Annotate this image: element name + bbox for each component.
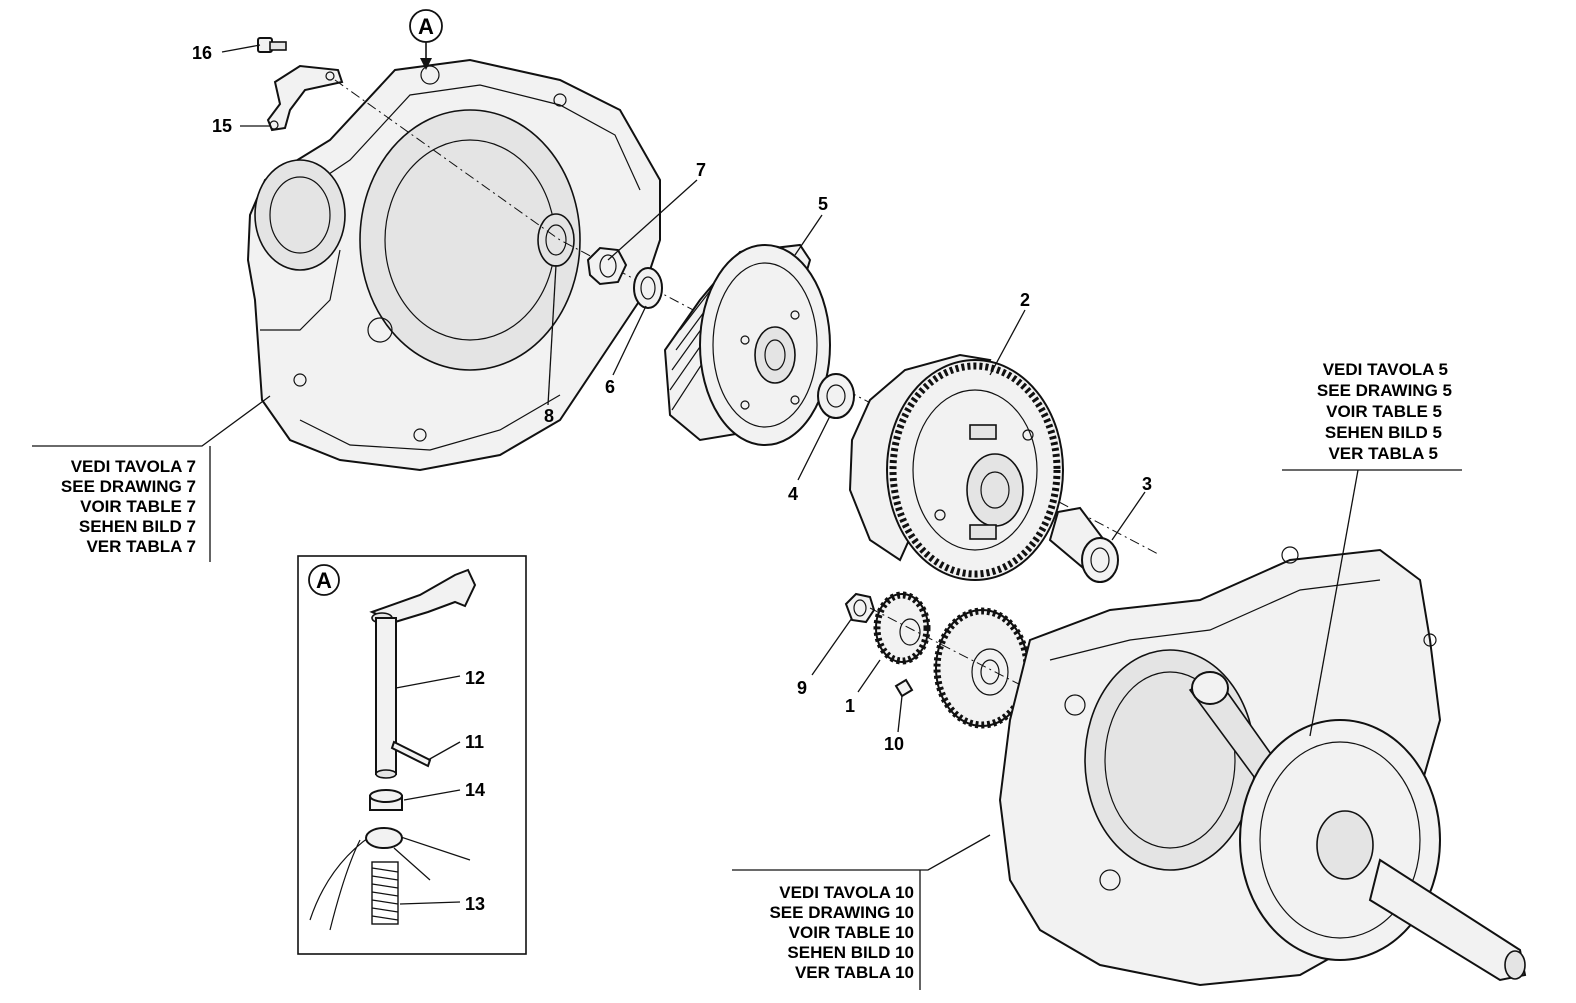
callout-16: 16 [192, 43, 212, 63]
clutch-pack-part-5 [663, 243, 831, 446]
lever-seat [309, 827, 471, 931]
washer-part-6 [633, 267, 663, 309]
ref10-line-3: VOIR TABLE 10 [789, 923, 914, 942]
callout-4: 4 [788, 484, 798, 504]
callout-2: 2 [1020, 290, 1030, 310]
inset-marker: A [316, 568, 332, 593]
callout-7: 7 [696, 160, 706, 180]
ref7-line-5: VER TABLA 7 [86, 537, 196, 556]
callout-6: 6 [605, 377, 615, 397]
callout-9: 9 [797, 678, 807, 698]
detail-marker-a: A [409, 9, 443, 70]
leader-lines [32, 44, 1462, 990]
washer-part-14 [369, 789, 403, 811]
callout-13: 13 [465, 894, 485, 914]
bolt-part-16 [257, 37, 287, 53]
ref5-line-2: SEE DRAWING 5 [1317, 381, 1452, 400]
detail-marker-label: A [418, 14, 434, 39]
pin-part-11 [390, 740, 432, 768]
nut-part-9 [844, 592, 876, 624]
ref7-line-1: VEDI TAVOLA 7 [71, 457, 196, 476]
gear-part-1 [873, 591, 931, 665]
ref7-line-2: SEE DRAWING 7 [61, 477, 196, 496]
callout-8: 8 [544, 406, 554, 426]
callout-12: 12 [465, 668, 485, 688]
ref5-line-4: SEHEN BILD 5 [1325, 423, 1442, 442]
ref10-line-4: SEHEN BILD 10 [787, 943, 914, 962]
crankcase [998, 546, 1527, 987]
nut-part-7 [586, 246, 628, 286]
ref7-line-3: VOIR TABLE 7 [80, 497, 196, 516]
inset-detail-a: A 12 11 14 13 [297, 555, 527, 955]
ref10-line-2: SEE DRAWING 10 [769, 903, 914, 922]
key-part-10 [894, 678, 914, 698]
callout-3: 3 [1142, 474, 1152, 494]
spring-part-13 [371, 861, 399, 925]
callout-5: 5 [818, 194, 828, 214]
ref5-line-3: VOIR TABLE 5 [1326, 402, 1442, 421]
ref7-line-4: SEHEN BILD 7 [79, 517, 196, 536]
clutch-housing-part-2 [848, 353, 1064, 581]
ref5-line-5: VER TABLA 5 [1328, 444, 1438, 463]
callout-1: 1 [845, 696, 855, 716]
ref-drawing-10: VEDI TAVOLA 10 SEE DRAWING 10 VOIR TABLE… [769, 883, 914, 982]
callout-11: 11 [465, 732, 484, 752]
ref-drawing-7: VEDI TAVOLA 7 SEE DRAWING 7 VOIR TABLE 7… [61, 457, 196, 556]
callout-15: 15 [212, 116, 232, 136]
clutch-cover [246, 58, 661, 472]
washer-part-4 [817, 373, 855, 419]
ref10-line-5: VER TABLA 10 [795, 963, 914, 982]
callout-14: 14 [465, 780, 485, 800]
shaft-part-12 [369, 568, 477, 779]
bushing-part-3 [1048, 506, 1119, 583]
callout-10: 10 [884, 734, 904, 754]
ref-drawing-5: VEDI TAVOLA 5 SEE DRAWING 5 VOIR TABLE 5… [1317, 360, 1452, 463]
ref10-line-1: VEDI TAVOLA 10 [779, 883, 914, 902]
ref5-line-1: VEDI TAVOLA 5 [1323, 360, 1448, 379]
bracket-part-15 [266, 64, 344, 132]
